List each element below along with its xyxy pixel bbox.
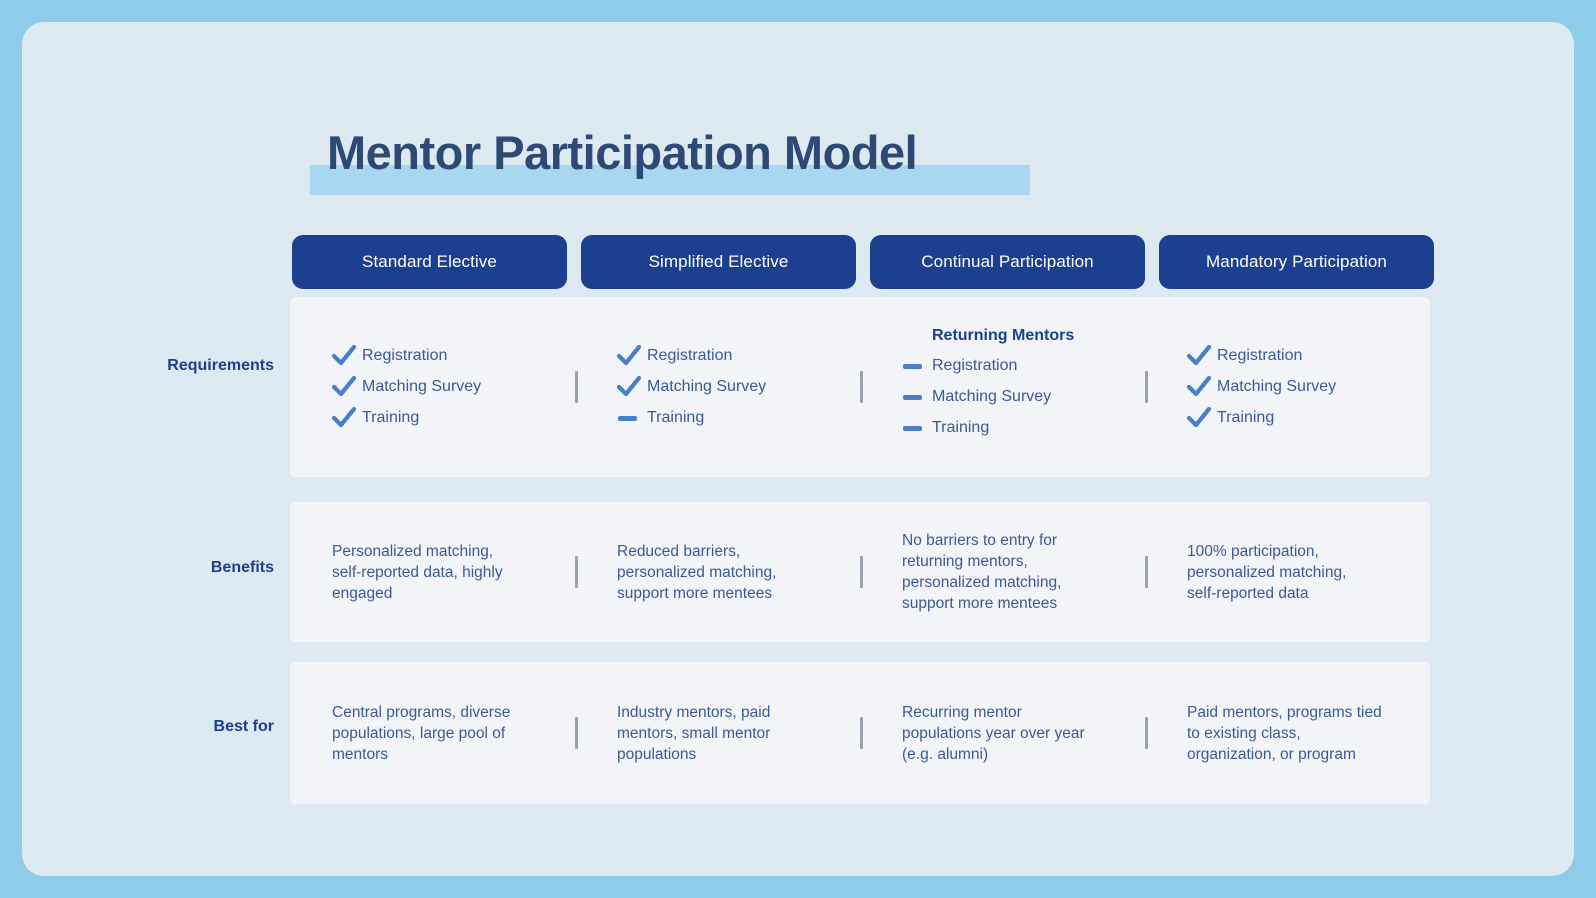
column-headers: Standard Elective Simplified Elective Co…: [292, 235, 1434, 289]
row-label-requirements: Requirements: [167, 357, 274, 374]
list-item: Training: [617, 403, 846, 434]
list-item-label: Matching Survey: [932, 388, 1052, 405]
column-header-continual-participation[interactable]: Continual Participation: [870, 235, 1145, 289]
cell-text: Recurring mentor populations year over y…: [902, 703, 1085, 763]
cell-text: Industry mentors, paid mentors, small me…: [617, 703, 771, 763]
list-item-label: Matching Survey: [362, 378, 482, 395]
cell-text: 100% participation, personalized matchin…: [1187, 542, 1347, 602]
row-best-for: Central programs, diverse populations, l…: [290, 662, 1430, 804]
list-item-label: Registration: [932, 357, 1018, 374]
list-item-label: Registration: [647, 347, 733, 364]
row-label-benefits: Benefits: [210, 559, 274, 576]
list-item-label: Training: [1217, 409, 1275, 426]
list-item-label: Registration: [362, 347, 448, 364]
title-highlight-bar: [310, 165, 1030, 195]
check-icon: [332, 407, 362, 429]
dash-icon: [617, 415, 647, 421]
cell-best-for-continual-participation: Recurring mentor populations year over y…: [860, 662, 1145, 804]
list-item: Registration: [332, 341, 561, 372]
cell-best-for-standard-elective: Central programs, diverse populations, l…: [290, 662, 575, 804]
column-header-standard-elective[interactable]: Standard Elective: [292, 235, 567, 289]
cell-text: Reduced barriers, personalized matching,…: [617, 542, 777, 602]
list-item-label: Matching Survey: [647, 378, 767, 395]
list-item-label: Training: [647, 409, 705, 426]
list-item-label: Training: [932, 419, 990, 436]
list-item-label: Matching Survey: [1217, 378, 1337, 395]
column-header-simplified-elective[interactable]: Simplified Elective: [581, 235, 856, 289]
cell-best-for-simplified-elective: Industry mentors, paid mentors, small me…: [575, 662, 860, 804]
list-item: Matching Survey: [617, 372, 846, 403]
list-item: Training: [332, 403, 561, 434]
check-icon: [617, 345, 647, 367]
row-benefits: Personalized matching, self-reported dat…: [290, 502, 1430, 642]
cell-requirements-mandatory-participation: Registration Matching Survey Training: [1145, 297, 1430, 477]
check-icon: [1187, 407, 1217, 429]
cell-requirements-standard-elective: Registration Matching Survey Training: [290, 297, 575, 477]
requirement-subheading: Returning Mentors: [932, 326, 1075, 344]
cell-requirements-simplified-elective: Registration Matching Survey Training: [575, 297, 860, 477]
list-item: Registration: [902, 351, 1131, 382]
check-icon: [617, 376, 647, 398]
column-header-mandatory-participation[interactable]: Mandatory Participation: [1159, 235, 1434, 289]
dash-icon: [902, 363, 932, 369]
row-requirements: Registration Matching Survey Training: [290, 297, 1430, 477]
list-item-label: Registration: [1217, 347, 1303, 364]
list-item: Matching Survey: [902, 382, 1131, 413]
cell-text: Central programs, diverse populations, l…: [332, 703, 511, 763]
cell-requirements-continual-participation: Returning Mentors Registration Matching …: [860, 297, 1145, 477]
requirement-list: Registration Matching Survey Training: [1187, 341, 1416, 434]
check-icon: [1187, 345, 1217, 367]
dash-icon: [902, 425, 932, 431]
infographic-panel: Mentor Participation Model Standard Elec…: [22, 22, 1574, 876]
cell-text: No barriers to entry for returning mento…: [902, 532, 1062, 612]
cell-text: Paid mentors, programs tied to existing …: [1187, 703, 1382, 763]
check-icon: [1187, 376, 1217, 398]
requirement-list: Registration Matching Survey Training: [902, 351, 1131, 444]
row-label-best-for: Best for: [213, 718, 274, 735]
requirement-list: Registration Matching Survey Training: [332, 341, 561, 434]
cell-benefits-mandatory-participation: 100% participation, personalized matchin…: [1145, 502, 1430, 642]
page-title: Mentor Participation Model: [327, 126, 918, 179]
cell-text: Personalized matching, self-reported dat…: [332, 542, 503, 602]
list-item-label: Training: [362, 409, 420, 426]
list-item: Registration: [1187, 341, 1416, 372]
cell-benefits-standard-elective: Personalized matching, self-reported dat…: [290, 502, 575, 642]
requirement-list: Registration Matching Survey Training: [617, 341, 846, 434]
title-block: Mentor Participation Model: [310, 122, 1070, 202]
list-item: Training: [1187, 403, 1416, 434]
cell-benefits-continual-participation: No barriers to entry for returning mento…: [860, 502, 1145, 642]
list-item: Matching Survey: [332, 372, 561, 403]
cell-best-for-mandatory-participation: Paid mentors, programs tied to existing …: [1145, 662, 1430, 804]
list-item: Training: [902, 413, 1131, 444]
check-icon: [332, 345, 362, 367]
list-item: Registration: [617, 341, 846, 372]
list-item: Matching Survey: [1187, 372, 1416, 403]
cell-benefits-simplified-elective: Reduced barriers, personalized matching,…: [575, 502, 860, 642]
dash-icon: [902, 394, 932, 400]
check-icon: [332, 376, 362, 398]
